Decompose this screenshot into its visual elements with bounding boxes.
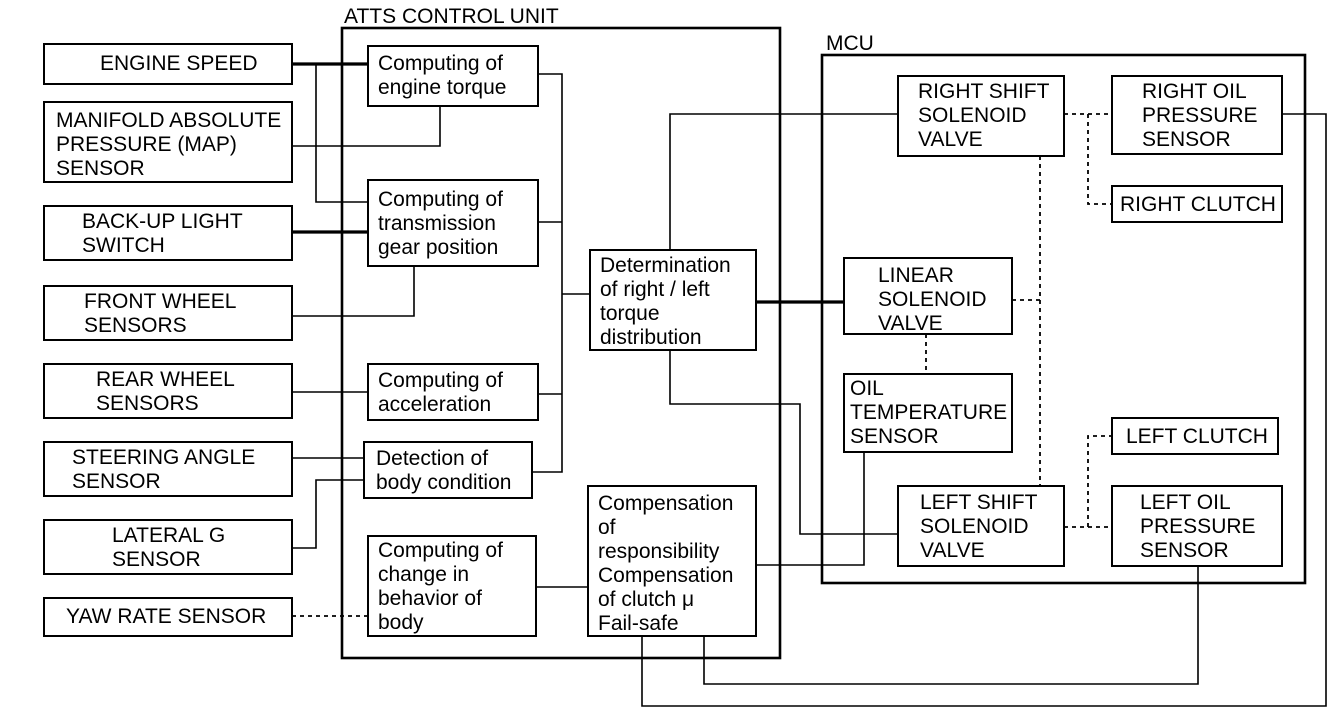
computing-change-behavior-label-1: Computing of [378, 539, 503, 562]
linear-solenoid-valve-label-1: LINEAR [878, 264, 954, 287]
backup-light-switch-label-2: SWITCH [82, 234, 165, 257]
compensation-label-5: of clutch μ [598, 588, 694, 611]
map-sensor-label-1: MANIFOLD ABSOLUTE [56, 109, 281, 132]
computing-acceleration-label-1: Computing of [378, 369, 503, 392]
right-shift-solenoid-valve-label-3: VALVE [918, 128, 983, 151]
compensation-box: Compensation of responsibility Compensat… [587, 485, 757, 637]
oil-temperature-sensor-box: OIL TEMPERATURE SENSOR [843, 373, 1013, 453]
torque-distribution-label-3: torque [600, 302, 660, 325]
rear-wheel-sensors-label-1: REAR WHEEL [96, 368, 235, 391]
steering-angle-sensor-label-1: STEERING ANGLE [72, 446, 255, 469]
compensation-label-4: Compensation [598, 564, 733, 587]
left-oil-pressure-sensor-label-1: LEFT OIL [1140, 491, 1231, 514]
left-clutch-label: LEFT CLUTCH [1126, 425, 1268, 448]
yaw-rate-sensor-box: YAW RATE SENSOR [43, 597, 293, 637]
torque-distribution-label-4: distribution [600, 326, 702, 349]
detection-body-condition-label-1: Detection of [376, 447, 488, 470]
control-blocks: Computing of engine torque Computing of … [363, 45, 757, 637]
compensation-label-2: of [598, 516, 616, 539]
compensation-label-6: Fail-safe [598, 612, 679, 635]
left-clutch-box: LEFT CLUTCH [1111, 417, 1279, 455]
right-oil-pressure-sensor-label-3: SENSOR [1142, 128, 1231, 151]
front-wheel-sensors-label-2: SENSORS [84, 314, 187, 337]
computing-change-behavior-box: Computing of change in behavior of body [367, 535, 537, 637]
left-shift-solenoid-valve-label-3: VALVE [920, 539, 985, 562]
computing-acceleration-label-2: acceleration [378, 393, 491, 416]
right-oil-pressure-sensor-label-1: RIGHT OIL [1142, 80, 1247, 103]
left-shift-solenoid-valve-label-1: LEFT SHIFT [920, 491, 1038, 514]
right-clutch-label: RIGHT CLUTCH [1120, 193, 1276, 216]
right-shift-solenoid-valve-label-2: SOLENOID [918, 104, 1027, 127]
engine-speed-label: ENGINE SPEED [100, 52, 258, 75]
atts-control-unit-title: ATTS CONTROL UNIT [344, 5, 559, 28]
map-sensor-label-3: SENSOR [56, 157, 145, 180]
compensation-label-1: Compensation [598, 492, 733, 515]
oil-temperature-sensor-label-2: TEMPERATURE [850, 401, 1007, 424]
connection-lines [292, 62, 1327, 707]
left-shift-solenoid-valve-label-2: SOLENOID [920, 515, 1029, 538]
yaw-rate-sensor-label: YAW RATE SENSOR [66, 605, 266, 628]
front-wheel-sensors-label-1: FRONT WHEEL [84, 290, 236, 313]
left-oil-pressure-sensor-label-3: SENSOR [1140, 539, 1229, 562]
computing-engine-torque-label-2: engine torque [378, 76, 506, 99]
computing-engine-torque-label-1: Computing of [378, 52, 503, 75]
mcu-title: MCU [826, 32, 874, 55]
compensation-label-3: responsibility [598, 540, 720, 563]
sensor-boxes: ENGINE SPEED MANIFOLD ABSOLUTE PRESSURE … [43, 43, 293, 637]
left-oil-pressure-sensor-label-2: PRESSURE [1140, 515, 1256, 538]
oil-temperature-sensor-label-1: OIL [850, 377, 884, 400]
computing-change-behavior-label-3: behavior of [378, 587, 482, 610]
rear-wheel-sensors-label-2: SENSORS [96, 392, 199, 415]
engine-speed-box: ENGINE SPEED [43, 43, 293, 85]
right-clutch-box: RIGHT CLUTCH [1111, 185, 1283, 223]
detection-body-condition-label-2: body condition [376, 471, 511, 494]
left-shift-solenoid-valve-box: LEFT SHIFT SOLENOID VALVE [897, 485, 1065, 567]
linear-solenoid-valve-label-2: SOLENOID [878, 288, 987, 311]
computing-gear-position-label-1: Computing of [378, 188, 503, 211]
oil-temperature-sensor-label-3: SENSOR [850, 425, 939, 448]
computing-gear-position-box: Computing of transmission gear position [367, 179, 539, 267]
right-shift-solenoid-valve-box: RIGHT SHIFT SOLENOID VALVE [897, 75, 1065, 157]
torque-distribution-label-2: of right / left [600, 278, 710, 301]
backup-light-switch-label-1: BACK-UP LIGHT [82, 210, 243, 233]
map-sensor-label-2: PRESSURE (MAP) [56, 133, 237, 156]
detection-body-condition-box: Detection of body condition [363, 441, 533, 499]
computing-gear-position-label-2: transmission [378, 212, 496, 235]
rear-wheel-sensors-box: REAR WHEEL SENSORS [43, 363, 293, 419]
computing-change-behavior-label-4: body [378, 611, 424, 634]
map-sensor-box: MANIFOLD ABSOLUTE PRESSURE (MAP) SENSOR [43, 101, 293, 183]
computing-change-behavior-label-2: change in [378, 563, 469, 586]
computing-acceleration-box: Computing of acceleration [367, 363, 539, 421]
computing-gear-position-label-3: gear position [378, 236, 498, 259]
lateral-g-sensor-box: LATERAL G SENSOR [43, 519, 293, 575]
front-wheel-sensors-box: FRONT WHEEL SENSORS [43, 285, 293, 341]
torque-distribution-label-1: Determination [600, 254, 731, 277]
linear-solenoid-valve-label-3: VALVE [878, 312, 943, 335]
lateral-g-sensor-label-1: LATERAL G [112, 524, 225, 547]
steering-angle-sensor-label-2: SENSOR [72, 470, 161, 493]
computing-engine-torque-box: Computing of engine torque [367, 45, 539, 107]
right-oil-pressure-sensor-box: RIGHT OIL PRESSURE SENSOR [1111, 75, 1283, 155]
mcu-blocks: RIGHT SHIFT SOLENOID VALVE RIGHT OIL PRE… [843, 75, 1283, 567]
right-shift-solenoid-valve-label-1: RIGHT SHIFT [918, 80, 1050, 103]
backup-light-switch-box: BACK-UP LIGHT SWITCH [43, 205, 293, 261]
left-oil-pressure-sensor-box: LEFT OIL PRESSURE SENSOR [1111, 485, 1283, 567]
mcu: MCU [820, 32, 1307, 585]
atts-control-unit: ATTS CONTROL UNIT [340, 5, 782, 660]
lateral-g-sensor-label-2: SENSOR [112, 548, 201, 571]
steering-angle-sensor-box: STEERING ANGLE SENSOR [43, 441, 293, 497]
right-oil-pressure-sensor-label-2: PRESSURE [1142, 104, 1258, 127]
linear-solenoid-valve-box: LINEAR SOLENOID VALVE [843, 257, 1013, 335]
torque-distribution-box: Determination of right / left torque dis… [589, 249, 757, 351]
